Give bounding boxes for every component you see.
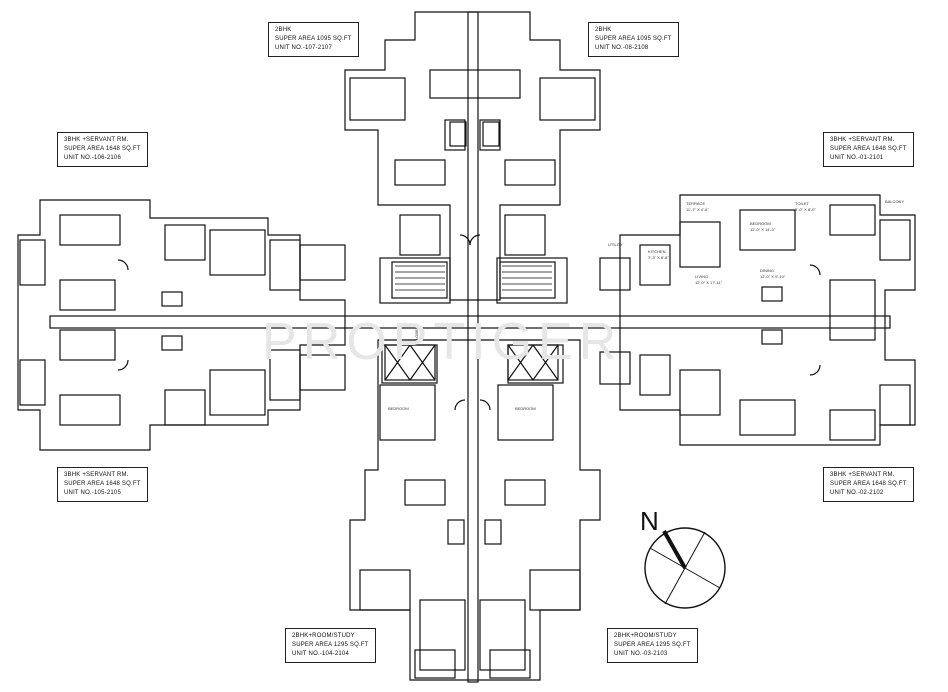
block-east <box>599 194 916 446</box>
svg-text:5'-0" X 8'-0": 5'-0" X 8'-0" <box>795 207 816 212</box>
room-living-east: LIVING <box>695 274 708 279</box>
unit-number: UNIT NO.-03-2103 <box>614 651 668 657</box>
compass-rose <box>644 527 726 609</box>
unit-type: 2BHK <box>595 27 612 33</box>
unit-area: SUPER AREA 1295 SQ.FT <box>292 642 369 648</box>
unit-label-2104: 2BHK+ROOM/STUDY SUPER AREA 1295 SQ.FT UN… <box>285 628 376 663</box>
unit-area: SUPER AREA 1295 SQ.FT <box>614 642 691 648</box>
unit-number: UNIT NO.-106-2106 <box>64 155 121 161</box>
room-dining-east: DINING <box>760 268 774 273</box>
room-bedroom-south: BEDROOM <box>388 406 409 411</box>
unit-type: 3BHK +SERVANT RM. <box>830 137 895 143</box>
svg-text:12'-0" X 9'-10": 12'-0" X 9'-10" <box>760 274 786 279</box>
unit-number: UNIT NO.-08-2108 <box>595 45 649 51</box>
unit-number: UNIT NO.-01-2101 <box>830 155 884 161</box>
unit-label-2106: 3BHK +SERVANT RM. SUPER AREA 1648 SQ.FT … <box>57 132 148 167</box>
unit-type: 3BHK +SERVANT RM. <box>64 472 129 478</box>
unit-area: SUPER AREA 1648 SQ.FT <box>64 146 141 152</box>
unit-area: SUPER AREA 1648 SQ.FT <box>830 146 907 152</box>
unit-type: 3BHK +SERVANT RM. <box>830 472 895 478</box>
unit-number: UNIT NO.-105-2105 <box>64 490 121 496</box>
north-label: N <box>640 506 659 536</box>
unit-area: SUPER AREA 1095 SQ.FT <box>275 36 352 42</box>
unit-type: 2BHK <box>275 27 292 33</box>
corridor-horizontal <box>49 315 891 329</box>
unit-label-2101: 3BHK +SERVANT RM. SUPER AREA 1648 SQ.FT … <box>823 132 914 167</box>
unit-area: SUPER AREA 1648 SQ.FT <box>830 481 907 487</box>
room-bedroom-east: BEDROOM <box>750 221 771 226</box>
unit-type: 2BHK+ROOM/STUDY <box>292 633 355 639</box>
svg-text:12'-0" X 14'-0": 12'-0" X 14'-0" <box>750 227 776 232</box>
block-south <box>349 339 601 681</box>
unit-number: UNIT NO.-02-2102 <box>830 490 884 496</box>
svg-text:7'-3" X 8'-8": 7'-3" X 8'-8" <box>648 255 669 260</box>
svg-text:12'-0" X 17'-11": 12'-0" X 17'-11" <box>695 280 723 285</box>
watermark: PROPTIGER <box>262 313 623 371</box>
unit-area: SUPER AREA 1648 SQ.FT <box>64 481 141 487</box>
room-toilet-east: TOILET <box>795 201 809 206</box>
room-balcony-east: BALCONY <box>885 199 904 204</box>
unit-label-2105: 3BHK +SERVANT RM. SUPER AREA 1648 SQ.FT … <box>57 467 148 502</box>
room-utility-east: UTILITY <box>608 242 623 247</box>
unit-area: SUPER AREA 1095 SQ.FT <box>595 36 672 42</box>
lobby-text: LOBBY <box>414 326 419 340</box>
unit-number: UNIT NO.-107-2107 <box>275 45 332 51</box>
unit-label-2108: 2BHK SUPER AREA 1095 SQ.FT UNIT NO.-08-2… <box>588 22 679 57</box>
unit-label-2102: 3BHK +SERVANT RM. SUPER AREA 1648 SQ.FT … <box>823 467 914 502</box>
unit-number: UNIT NO.-104-2104 <box>292 651 349 657</box>
room-bedroom-south-2: BEDROOM <box>515 406 536 411</box>
room-terrace-east: TERRACE <box>686 201 705 206</box>
room-labels: LIVING 12'-0" X 17'-11" DINING 12'-0" X … <box>388 199 904 411</box>
unit-type: 2BHK+ROOM/STUDY <box>614 633 677 639</box>
unit-type: 3BHK +SERVANT RM. <box>64 137 129 143</box>
room-kitchen-east: KITCHEN <box>648 249 666 254</box>
block-west <box>17 199 346 451</box>
unit-label-2103: 2BHK+ROOM/STUDY SUPER AREA 1295 SQ.FT UN… <box>607 628 698 663</box>
block-north <box>344 11 601 304</box>
unit-label-2107: 2BHK SUPER AREA 1095 SQ.FT UNIT NO.-107-… <box>268 22 359 57</box>
svg-text:11'-7" X 4'-6": 11'-7" X 4'-6" <box>686 207 709 212</box>
